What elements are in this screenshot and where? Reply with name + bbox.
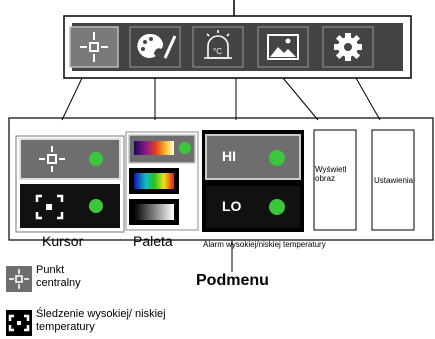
legend-tracking-icon-box [6,310,32,336]
cursor-option-center[interactable] [19,138,121,180]
settings-label: Ustawienia [374,176,414,185]
menu-item-alarm[interactable]: °C [192,26,244,68]
legend-tracking-label: Śledzenie wysokiej/ niskiej temperatury [36,308,166,333]
alarm-option-hi[interactable] [205,134,301,180]
gear-icon [334,33,362,61]
image-icon [267,34,299,60]
crosshair-icon [80,32,108,62]
legend-center-icon-box [6,266,32,292]
alarm-lo-label: LO [222,198,242,214]
alarm-submenu [202,130,304,232]
status-on-icon [269,150,285,166]
tracking-frame-icon [8,314,30,332]
status-on-icon [269,199,285,215]
status-on-icon [179,142,191,154]
alarm-hi-label: HI [222,148,236,164]
menu-item-image[interactable] [257,26,309,68]
submenu-title: Podmenu [196,272,269,289]
crosshair-icon [9,269,29,289]
tracking-frame-icon [35,194,64,220]
palette-option-grayscale[interactable] [129,199,179,225]
alarm-option-lo[interactable] [206,186,300,228]
menu-item-palette[interactable] [129,26,181,68]
palette-caption: Paleta [133,233,173,249]
cursor-option-tracking[interactable] [20,184,120,228]
legend-center-label: Punkt centralny [36,264,81,289]
alarm-caption: Alarm wysokiej/niskiej temperatury [203,240,326,249]
cursor-submenu [15,135,125,233]
palette-option-rainbow[interactable] [129,168,179,194]
crosshair-icon [39,146,65,172]
palette-option-ironbow[interactable] [128,134,196,164]
palette-icon [137,33,177,59]
status-on-icon [89,152,103,166]
settings-submenu[interactable] [371,129,415,231]
menu-item-cursor[interactable] [69,26,119,68]
connector-lines [61,77,381,121]
palette-submenu [125,131,199,231]
temperature-alarm-icon: °C [204,30,232,59]
svg-text:°C: °C [213,47,222,56]
display-submenu[interactable] [313,129,357,231]
submenu-frame [8,117,434,241]
status-on-icon [89,199,103,213]
display-label: Wyświetl obraz [315,165,347,183]
cursor-caption: Kursor [42,233,84,249]
menu-item-settings[interactable] [322,26,374,68]
